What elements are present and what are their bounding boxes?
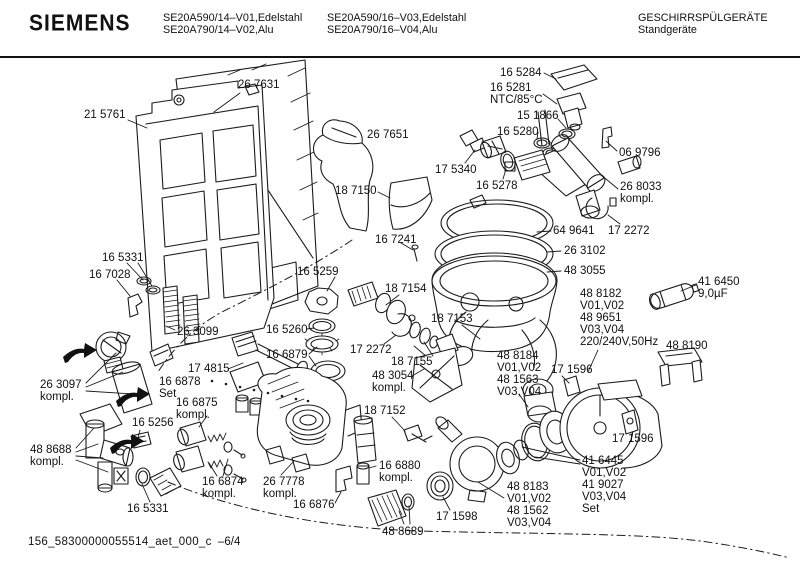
document-id: 156_58300000055514_aet_000_c — [28, 536, 212, 548]
inlet-connector-chain — [459, 129, 516, 172]
part-label: 16 7028 — [89, 269, 131, 281]
part-label: 48 3055 — [564, 265, 606, 277]
solenoid-chain-lower — [173, 445, 247, 483]
solenoid-chain-upper — [177, 421, 246, 459]
part-label: 15 1866 — [517, 110, 559, 122]
part-label: 17 2272 — [350, 344, 392, 356]
part-label: 18 7155 — [391, 356, 433, 368]
door-springs — [127, 276, 201, 345]
dotted-leader — [210, 379, 310, 403]
part-label: 64 9641 — [553, 225, 595, 237]
part-label: 18 7150 — [335, 185, 377, 197]
part-label: 18 7154 — [385, 283, 427, 295]
salt-funnel — [312, 119, 374, 232]
model-line: SE20A790/14–V02,Alu — [163, 23, 274, 36]
part-label: 17 2272 — [608, 225, 650, 237]
water-pocket — [229, 361, 363, 473]
part-label: 21 5761 — [84, 109, 126, 121]
mount-bracket — [657, 347, 703, 387]
part-label: 17 1596 — [612, 433, 654, 445]
category-title: GESCHIRRSPÜLGERÄTE — [638, 12, 768, 24]
model-line: SE20A590/16–V03,Edelstahl — [327, 12, 467, 24]
part-label: 16 5280 — [497, 126, 539, 138]
bold-arrows — [63, 343, 150, 454]
pump-motor-assembly — [426, 375, 663, 503]
part-label: 16 5331 — [102, 252, 144, 264]
switch-bits — [403, 424, 433, 443]
part-label: 16 5331 — [127, 503, 169, 515]
part-label: 26 7631 — [238, 79, 280, 91]
funnel-scoop — [388, 176, 433, 230]
part-label: 17 1598 — [436, 511, 478, 523]
screw — [411, 244, 419, 262]
model-list-2: SE20A590/16–V03,Edelstahl SE20A790/16–V0… — [327, 12, 467, 36]
category-subtitle: Standgeräte — [638, 23, 697, 36]
part-label: 26 7651 — [367, 129, 409, 141]
part-label: 17 4815 — [188, 363, 230, 375]
part-label: 48 8190 — [666, 340, 708, 352]
part-label: 26 3099 — [177, 326, 219, 338]
page-number: –6/4 — [218, 536, 241, 548]
dispenser-assembly — [95, 331, 174, 414]
part-label: 16 6879 — [266, 349, 308, 361]
part-label: 16 5278 — [476, 180, 518, 192]
model-line: SE20A590/14–V01,Edelstahl — [163, 12, 303, 24]
ribbed-hose — [367, 489, 415, 527]
part-label: 18 7153 — [431, 313, 473, 325]
siemens-logo: SIEMENS — [29, 11, 131, 36]
part-label: 26 3102 — [564, 245, 606, 257]
airbreak-assembly — [504, 64, 642, 220]
inlet-valve-cluster — [79, 403, 134, 493]
oring-and-stub — [135, 467, 182, 497]
clip-bracket — [335, 465, 353, 493]
category-block: GESCHIRRSPÜLGERÄTE Standgeräte — [638, 12, 768, 36]
part-label: 16 5284 — [500, 67, 542, 79]
section-curves — [157, 239, 791, 559]
part-label: 16 7241 — [375, 234, 417, 246]
model-list-1: SE20A590/14–V01,Edelstahl SE20A790/14–V0… — [163, 12, 303, 36]
part-label: 06 9796 — [619, 147, 661, 159]
door-inner-panel — [135, 80, 275, 353]
part-label: 17 5340 — [435, 164, 477, 176]
cap-ring-stack — [304, 287, 346, 382]
part-label: 18 7152 — [364, 405, 406, 417]
part-label: 16 5260 — [266, 324, 308, 336]
leader-lines — [75, 72, 697, 525]
sump-assembly — [431, 194, 558, 353]
capacitor — [648, 283, 700, 310]
part-label: 17 1596 — [551, 364, 593, 376]
part-label: 16 5256 — [132, 417, 174, 429]
part-label: 48 8689 — [382, 526, 424, 538]
header-rule — [0, 56, 800, 58]
model-line: SE20A790/16–V04,Alu — [327, 23, 438, 36]
part-label: 16 5259 — [297, 266, 339, 278]
part-label: 16 6876 — [293, 499, 335, 511]
regen-funnel — [411, 347, 463, 403]
dosing-pump — [353, 415, 377, 485]
